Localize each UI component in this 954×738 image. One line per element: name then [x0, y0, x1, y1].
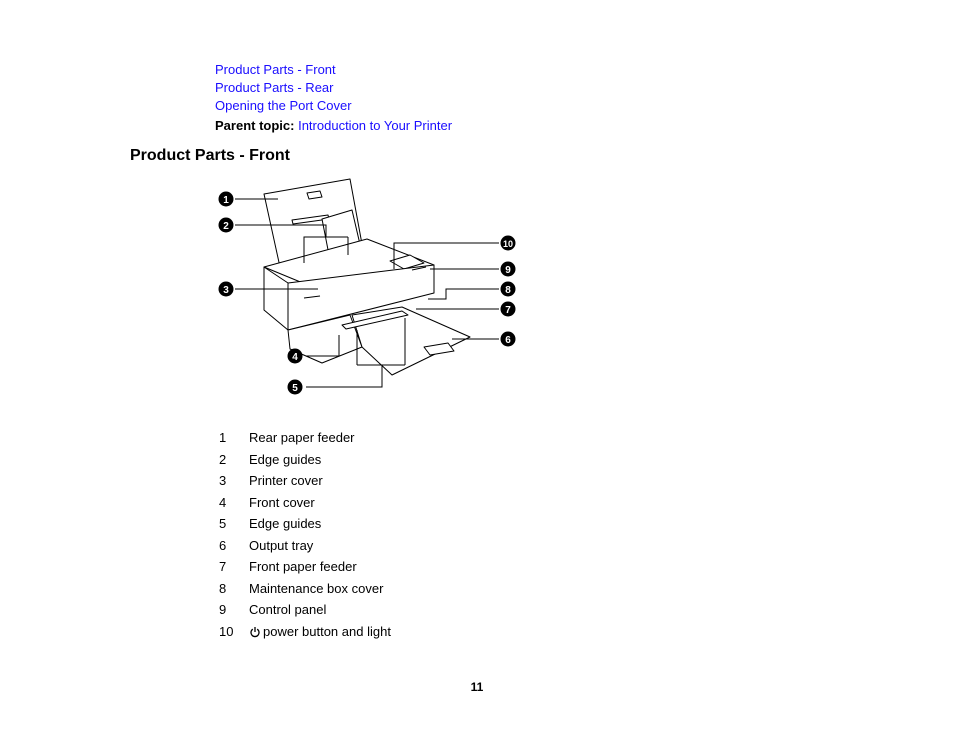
part-label-with-icon: power button and light: [249, 624, 391, 640]
callout-1: 1: [218, 191, 234, 207]
callout-2-label: 2: [223, 221, 229, 232]
callout-8-label: 8: [505, 285, 511, 296]
part-num: 2: [219, 451, 227, 467]
part-label: Printer cover: [249, 473, 323, 488]
section-title: Product Parts - Front: [130, 147, 291, 164]
part-label: Maintenance box cover: [249, 580, 384, 596]
callout-5: 5: [287, 379, 303, 395]
power-icon: [250, 626, 260, 637]
part-num: 4: [219, 494, 227, 510]
link-opening-port-cover[interactable]: Opening the Port Cover: [215, 98, 352, 113]
callout-2: 2: [218, 217, 234, 233]
part-label: Rear paper feeder: [249, 430, 355, 445]
front-feeder-slot: [341, 310, 409, 330]
part-num: 10: [219, 623, 234, 639]
callout-5-label: 5: [292, 383, 298, 394]
callout-3: 3: [218, 281, 234, 297]
part-num: 6: [219, 537, 227, 553]
callout-markers: 1 2 3 4 5 6 7 8 9 10: [218, 191, 516, 395]
callout-8: 8: [500, 281, 516, 297]
link-product-parts-rear[interactable]: Product Parts - Rear: [215, 80, 334, 95]
callout-7: 7: [500, 301, 516, 317]
part-label: Output tray: [249, 537, 314, 553]
callout-9: 9: [500, 261, 516, 277]
callout-10-label: 10: [503, 239, 513, 249]
callout-10: 10: [500, 235, 516, 251]
part-label-text: power button and light: [263, 623, 391, 639]
part-num: 1: [219, 430, 227, 445]
part-num: 9: [219, 602, 227, 617]
page-number: 11: [470, 680, 484, 694]
part-num: 8: [219, 580, 227, 596]
part-label: Front paper feeder: [249, 559, 357, 574]
callout-4-label: 4: [292, 352, 298, 363]
parent-topic-label: Parent topic:: [215, 118, 295, 133]
part-num: 5: [219, 516, 227, 531]
callout-3-label: 3: [223, 285, 229, 296]
part-label: Control panel: [249, 602, 327, 617]
part-label: Edge guides: [249, 451, 322, 467]
part-num: 7: [219, 559, 227, 574]
callout-6: 6: [500, 331, 516, 347]
parent-topic-link[interactable]: Introduction to Your Printer: [298, 118, 453, 133]
callout-leader-lines: [235, 198, 499, 388]
printer-front-illustration: 1 2 3 4 5 6 7 8 9 10: [218, 178, 516, 395]
printer-left-face: [263, 266, 289, 331]
part-num: 3: [219, 473, 227, 488]
callout-1-label: 1: [223, 195, 229, 206]
link-product-parts-front[interactable]: Product Parts - Front: [215, 62, 336, 77]
output-tray-shape: [351, 306, 471, 376]
callout-7-label: 7: [505, 305, 511, 316]
callout-9-label: 9: [505, 265, 511, 276]
part-label: Front cover: [249, 494, 315, 510]
rear-feeder-flap: [306, 190, 323, 200]
control-panel-display: [389, 254, 425, 270]
callout-4: 4: [287, 348, 303, 364]
parent-topic: Parent topic: Introduction to Your Print…: [215, 118, 452, 134]
output-tray-tab: [423, 342, 455, 356]
part-label: Edge guides: [249, 516, 322, 531]
callout-6-label: 6: [505, 335, 511, 346]
